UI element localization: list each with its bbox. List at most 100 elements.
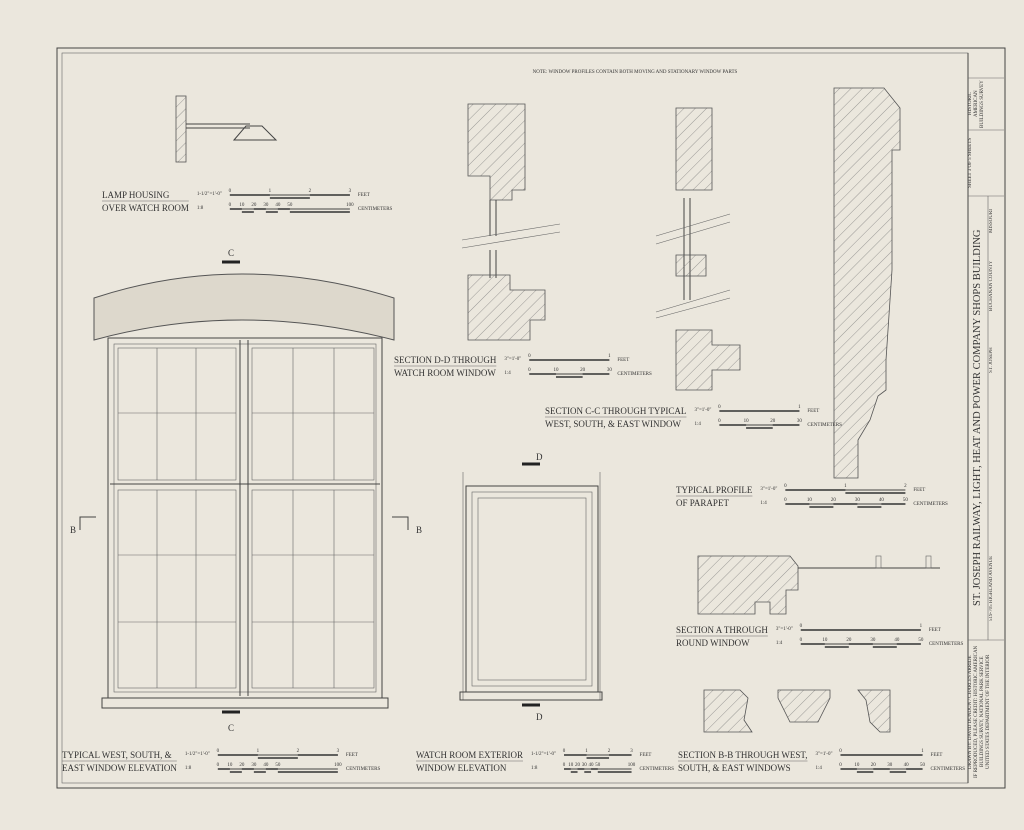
parapet-profile-drawing: [833, 87, 901, 479]
credit-block: DRAWN BY: DAVID DUNDUN / CHARLES ARRIDE …: [968, 644, 1002, 780]
drawing-title-line2: OVER WATCH ROOM: [102, 203, 189, 213]
scale-tick-label: 10: [553, 368, 559, 373]
scale-tick-label: 1: [257, 749, 260, 754]
feet-unit: FEET: [913, 488, 925, 493]
scale-tick-label: 1: [921, 749, 924, 754]
centimeters-unit: CENTIMETERS: [640, 767, 675, 772]
drawing-title-line1: LAMP HOUSING: [102, 190, 170, 200]
scale-tick-label: 3: [630, 749, 633, 754]
sheet-number: SHEET 3 OF 5 SHEETS: [968, 137, 973, 189]
scale-tick-label: 30: [887, 763, 893, 768]
scale-tick-label: 1: [844, 484, 847, 489]
svg-text:C: C: [228, 723, 234, 733]
scale-tick-label: 10: [227, 763, 233, 768]
scale-tick-label: 40: [894, 638, 900, 643]
drawing-title-line2: OF PARAPET: [676, 498, 729, 508]
scale-tick-label: 20: [575, 763, 581, 768]
section-marker-b-left: B: [70, 516, 96, 535]
scale-tick-label: 20: [846, 638, 852, 643]
ratio-text: 1:4: [816, 766, 823, 771]
svg-text:B: B: [416, 525, 422, 535]
scale-tick-label: 20: [831, 498, 837, 503]
scale-tick-label: 20: [239, 763, 245, 768]
drawing-title-line1: WATCH ROOM EXTERIOR: [416, 750, 523, 760]
svg-text:D: D: [536, 712, 543, 722]
scale-tick-label: 20: [871, 763, 877, 768]
scale-tick-label: 50: [903, 498, 909, 503]
street-address: 519-705 HIGHLAND AVENUE: [989, 555, 994, 621]
scale-tick-label: 0: [839, 749, 842, 754]
scale-tick-label: 100: [346, 203, 354, 208]
scale-tick-label: 40: [263, 763, 269, 768]
note-text: NOTE: WINDOW PROFILES CONTAIN BOTH MOVIN…: [533, 70, 738, 75]
drawing-title-line2: WATCH ROOM WINDOW: [394, 368, 496, 378]
ratio-text: 1:4: [760, 501, 767, 506]
scale-tick-label: 100: [628, 763, 636, 768]
svg-text:B: B: [70, 525, 76, 535]
section-marker-c-top: C: [222, 248, 240, 264]
scale-tick-label: 30: [870, 638, 876, 643]
drawing-title-line1: TYPICAL PROFILE: [676, 485, 753, 495]
scale-tick-label: 10: [239, 203, 245, 208]
drawing-title-line2: WINDOW ELEVATION: [416, 763, 507, 773]
scale-text: 1-1/2"=1'-0": [185, 752, 210, 757]
scale-tick-label: 30: [582, 763, 588, 768]
feet-unit: FEET: [640, 753, 652, 758]
scale-tick-label: 0: [229, 203, 232, 208]
scale-tick-label: 50: [275, 763, 281, 768]
drawing-title-line2: ROUND WINDOW: [676, 638, 750, 648]
label-watch-elev: WATCH ROOM EXTERIOR WINDOW ELEVATION 1-1/2…: [416, 749, 674, 773]
scale-tick-label: 0: [563, 749, 566, 754]
feet-unit: FEET: [931, 753, 943, 758]
scale-tick-label: 2: [904, 484, 907, 489]
drawing-labels: LAMP HOUSING OVER WATCH ROOM 1-1/2"=1'-0" 1…: [62, 189, 965, 773]
scale-tick-label: 3: [337, 749, 340, 754]
section-cc-drawing: [655, 107, 741, 391]
scale-tick-label: 1: [920, 624, 923, 629]
section-dd-drawing: [461, 103, 561, 341]
scale-tick-label: 0: [217, 749, 220, 754]
feet-unit: FEET: [346, 753, 358, 758]
feet-unit: FEET: [929, 628, 941, 633]
scale-tick-label: 0: [718, 419, 721, 424]
city-name: ST. JOSEPH: [989, 347, 994, 373]
scale-tick-label: 30: [607, 368, 613, 373]
scale-tick-label: 0: [839, 763, 842, 768]
scale-tick-label: 10: [568, 763, 574, 768]
scale-tick-label: 0: [784, 484, 787, 489]
section-marker-c-bottom: C: [222, 710, 240, 733]
scale-tick-label: 100: [334, 763, 342, 768]
lamp-housing-drawing: [175, 95, 278, 163]
svg-text:D: D: [536, 452, 543, 462]
feet-unit: FEET: [807, 409, 819, 414]
section-marker-d-top: D: [522, 452, 543, 466]
centimeters-unit: CENTIMETERS: [346, 767, 381, 772]
scale-text: 3"=1'-0": [504, 357, 521, 362]
centimeters-unit: CENTIMETERS: [929, 642, 964, 647]
sheet-border: [56, 47, 1006, 789]
scale-text: 1-1/2"=1'-0": [531, 752, 556, 757]
typical-window-elevation: [93, 273, 395, 709]
centimeters-unit: CENTIMETERS: [807, 423, 842, 428]
drawing-title-line2: EAST WINDOW ELEVATION: [62, 763, 177, 773]
scale-tick-label: 10: [807, 498, 813, 503]
building-title: ST. JOSEPH RAILWAY, LIGHT, HEAT AND POWE…: [972, 229, 983, 607]
ratio-text: 1:4: [694, 422, 701, 427]
survey-name: HISTORIC AMERICAN BUILDINGS SURVEY: [968, 80, 985, 128]
drawing-title-line2: WEST, SOUTH, & EAST WINDOW: [545, 419, 681, 429]
state-name: MISSOURI: [989, 209, 994, 233]
scale-tick-label: 0: [229, 189, 232, 194]
scale-tick-label: 0: [563, 763, 566, 768]
svg-text:C: C: [228, 248, 234, 258]
credit-text: IF REPRODUCED, PLEASE CREDIT: HISTORIC A…: [974, 645, 985, 779]
drawing-title-line1: SECTION D-D THROUGH: [394, 355, 497, 365]
scale-tick-label: 2: [297, 749, 300, 754]
scale-tick-label: 30: [797, 419, 803, 424]
feet-unit: FEET: [358, 193, 370, 198]
ratio-text: 1:8: [185, 766, 192, 771]
